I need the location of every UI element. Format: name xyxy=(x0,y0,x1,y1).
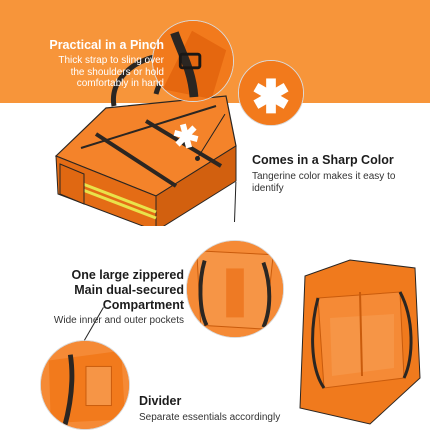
feature-compartment: One large zippered Main dual-secured Com… xyxy=(14,268,184,327)
feature-color: Comes in a Sharp Color Tangerine color m… xyxy=(252,153,427,194)
bag-open-photo xyxy=(290,258,425,426)
compartment-closeup-circle xyxy=(186,240,284,338)
feature-compartment-title-line-3: Compartment xyxy=(102,297,184,312)
feature-practical-desc-line-1: Thick strap to sling over xyxy=(58,54,164,66)
feature-divider-title: Divider xyxy=(139,394,182,408)
handle-closeup-circle xyxy=(152,20,234,102)
leader-dot-color xyxy=(195,156,200,161)
feature-practical-desc-line-2: the shoulders or hold xyxy=(70,66,164,78)
feature-divider-desc: Separate essentials accordingly xyxy=(139,411,281,423)
emblem-closeup-circle xyxy=(238,60,304,126)
feature-compartment-desc: Wide inner and outer pockets xyxy=(53,315,184,327)
feature-color-desc-line-1: Tangerine color makes it easy to xyxy=(252,170,396,182)
feature-practical-title: Practical in a Pinch xyxy=(49,38,164,52)
feature-color-title: Comes in a Sharp Color xyxy=(252,153,394,167)
feature-color-desc-line-2: identify xyxy=(252,182,284,194)
divider-closeup-circle xyxy=(40,340,130,430)
star-of-life-icon xyxy=(173,123,199,149)
bag-main-photo xyxy=(36,36,246,226)
feature-compartment-title-line-1: One large zippered xyxy=(71,268,184,282)
feature-practical-desc-line-3: comfortably in hand xyxy=(76,78,164,90)
feature-practical: Practical in a Pinch Thick strap to slin… xyxy=(14,38,164,90)
feature-divider: Divider Separate essentials accordingly xyxy=(139,394,299,424)
feature-compartment-title-line-2: Main dual-secured xyxy=(74,282,184,297)
